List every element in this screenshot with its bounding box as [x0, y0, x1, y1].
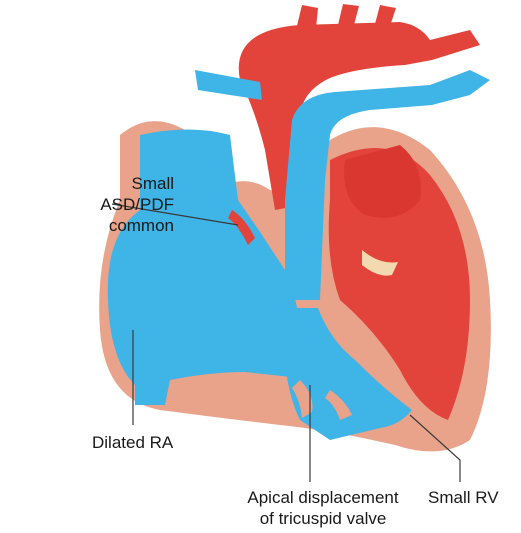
apical-displacement-label: Apical displacement of tricuspid valve — [228, 487, 418, 529]
asd-label-line-1: Small — [58, 173, 174, 194]
asd-label-line-3: common — [58, 215, 174, 236]
asd-label-line-2: ASD/PDF — [58, 194, 174, 215]
asd-label: Small ASD/PDF common — [58, 173, 174, 236]
dilated-ra-label: Dilated RA — [92, 432, 173, 453]
small-rv-label: Small RV — [428, 487, 499, 508]
apical-label-line-2: of tricuspid valve — [228, 508, 418, 529]
apical-label-line-1: Apical displacement — [228, 487, 418, 508]
